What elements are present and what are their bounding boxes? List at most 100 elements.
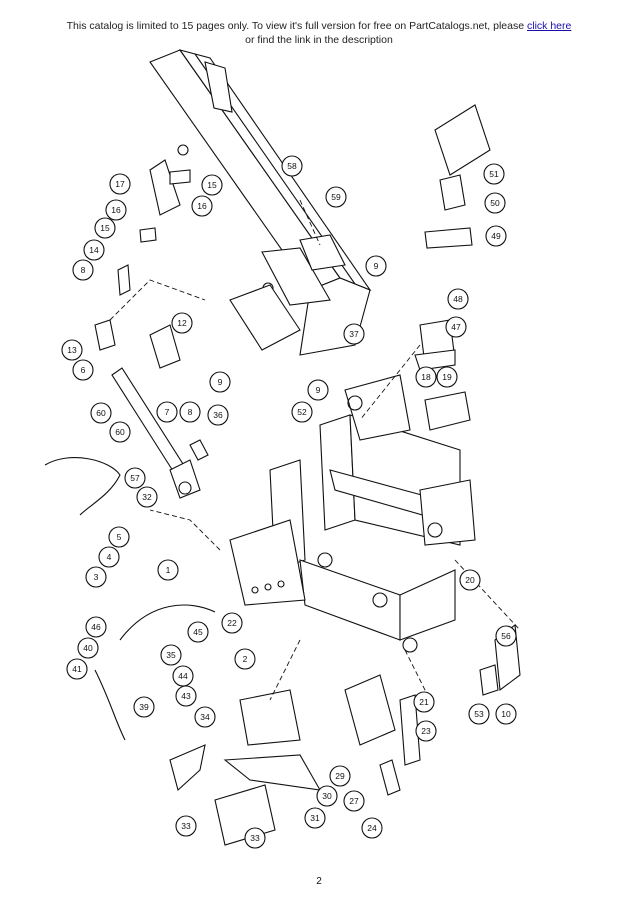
callout-14: 14 <box>83 239 105 261</box>
callout-50: 50 <box>484 192 506 214</box>
click-here-link[interactable]: click here <box>527 20 572 32</box>
svg-text:1: 1 <box>166 565 171 575</box>
callout-2: 2 <box>234 648 256 670</box>
callout-16a: 16 <box>191 195 213 217</box>
callout-36: 36 <box>207 404 229 426</box>
callout-53: 53 <box>468 703 490 725</box>
svg-text:20: 20 <box>465 575 475 585</box>
callout-27: 27 <box>343 790 365 812</box>
svg-text:59: 59 <box>331 192 341 202</box>
svg-text:19: 19 <box>442 372 452 382</box>
callout-51: 51 <box>483 163 505 185</box>
callout-59: 60 <box>90 402 112 424</box>
callouts: 17 15 16 16 15 14 8 58 59 9 12 13 6 37 9… <box>61 155 517 849</box>
callout-40: 40 <box>77 637 99 659</box>
callout-13: 13 <box>61 339 83 361</box>
misc-parts <box>44 104 521 846</box>
svg-text:5: 5 <box>117 532 122 542</box>
callout-58: 59 <box>325 186 347 208</box>
callout-32: 32 <box>136 486 158 508</box>
callout-8a: 8 <box>72 259 94 281</box>
svg-text:8: 8 <box>81 265 86 275</box>
svg-text:44: 44 <box>178 671 188 681</box>
callout-43: 43 <box>175 685 197 707</box>
svg-text:48: 48 <box>453 294 463 304</box>
catalog-notice-text: This catalog is limited to 15 pages only… <box>66 20 527 32</box>
svg-text:14: 14 <box>89 245 99 255</box>
callout-33: 33 <box>175 815 197 837</box>
svg-text:39: 39 <box>139 702 149 712</box>
callout-46: 46 <box>85 616 107 638</box>
callout-16b: 16 <box>105 199 127 221</box>
svg-text:27: 27 <box>349 796 359 806</box>
svg-text:29: 29 <box>335 771 345 781</box>
svg-text:51: 51 <box>489 169 499 179</box>
callout-6: 6 <box>72 359 94 381</box>
page-number: 2 <box>316 876 322 887</box>
callout-17: 17 <box>109 173 131 195</box>
svg-text:10: 10 <box>501 709 511 719</box>
svg-text:53: 53 <box>474 709 484 719</box>
svg-text:21: 21 <box>419 697 429 707</box>
callout-9b: 9 <box>209 371 231 393</box>
callout-48: 48 <box>447 288 469 310</box>
callout-45: 45 <box>187 621 209 643</box>
callout-39: 39 <box>133 696 155 718</box>
callout-52: 52 <box>291 401 313 423</box>
callout-22: 23 <box>415 720 437 742</box>
svg-text:22: 22 <box>227 618 237 628</box>
callout-18: 18 <box>415 366 437 388</box>
callout-41: 41 <box>66 658 88 680</box>
svg-text:16: 16 <box>197 201 207 211</box>
callout-47: 47 <box>445 316 467 338</box>
svg-text:9: 9 <box>316 385 321 395</box>
svg-text:7: 7 <box>165 407 170 417</box>
callout-31: 33 <box>244 827 266 849</box>
svg-text:37: 37 <box>349 329 359 339</box>
callout-29: 30 <box>316 785 338 807</box>
callout-19: 19 <box>436 366 458 388</box>
callout-44: 44 <box>172 665 194 687</box>
callout-15a: 15 <box>201 174 223 196</box>
svg-text:18: 18 <box>421 372 431 382</box>
callout-1: 1 <box>157 559 179 581</box>
svg-text:9: 9 <box>218 377 223 387</box>
svg-text:8: 8 <box>188 407 193 417</box>
callout-9c: 9 <box>307 379 329 401</box>
callout-5: 5 <box>108 526 130 548</box>
svg-text:50: 50 <box>490 198 500 208</box>
callout-30: 31 <box>304 807 326 829</box>
svg-text:52: 52 <box>297 407 307 417</box>
svg-text:32: 32 <box>142 492 152 502</box>
svg-text:23: 23 <box>421 726 431 736</box>
svg-text:2: 2 <box>243 654 248 664</box>
callout-56: 57 <box>124 467 146 489</box>
callout-15b: 15 <box>94 217 116 239</box>
svg-text:12: 12 <box>177 318 187 328</box>
callout-60: 60 <box>109 421 131 443</box>
svg-text:57: 57 <box>130 473 140 483</box>
svg-text:3: 3 <box>94 572 99 582</box>
svg-text:4: 4 <box>107 552 112 562</box>
callout-4: 4 <box>98 546 120 568</box>
callout-8b: 8 <box>179 401 201 423</box>
main-frame <box>229 374 476 653</box>
svg-text:45: 45 <box>193 627 203 637</box>
hydraulic-cylinder <box>94 319 201 499</box>
svg-text:60: 60 <box>115 427 125 437</box>
svg-text:58: 58 <box>287 161 297 171</box>
svg-text:43: 43 <box>181 691 191 701</box>
main-beam <box>149 49 372 356</box>
svg-text:33: 33 <box>181 821 191 831</box>
svg-text:13: 13 <box>67 345 77 355</box>
svg-text:36: 36 <box>213 410 223 420</box>
callout-37: 37 <box>343 323 365 345</box>
svg-text:40: 40 <box>83 643 93 653</box>
svg-text:15: 15 <box>100 223 110 233</box>
svg-text:24: 24 <box>367 823 377 833</box>
svg-text:41: 41 <box>72 664 82 674</box>
callout-21: 21 <box>413 691 435 713</box>
catalog-notice-banner: This catalog is limited to 15 pages only… <box>0 19 638 47</box>
svg-text:60: 60 <box>96 408 106 418</box>
